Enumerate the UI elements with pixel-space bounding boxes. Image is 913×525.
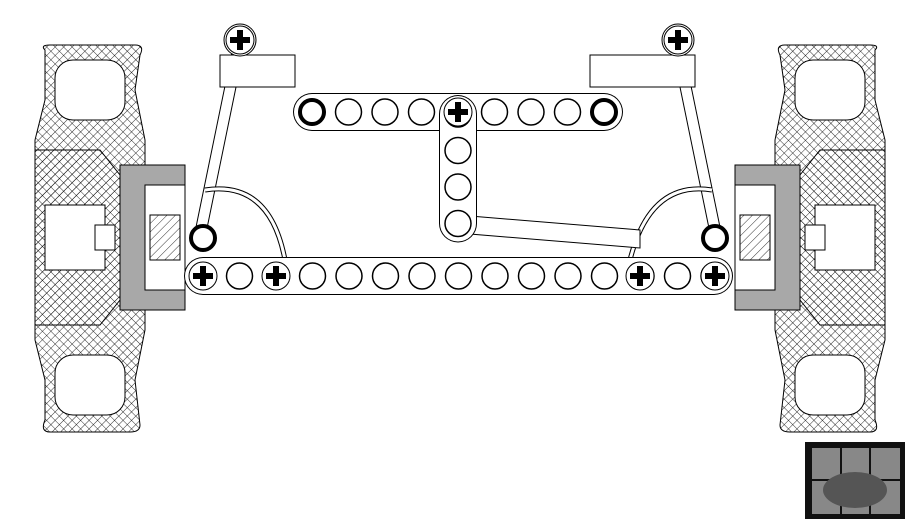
beam-hole — [480, 98, 509, 126]
right-steering-link — [589, 23, 722, 261]
left-steering-link — [194, 23, 296, 261]
tie-rod — [457, 214, 641, 249]
beam-hole — [517, 98, 545, 126]
beam-hole — [590, 262, 619, 290]
beam-hole — [517, 262, 546, 290]
beam-hole — [298, 262, 327, 290]
axle-cross-icon — [700, 261, 730, 291]
beam-hole — [225, 262, 254, 290]
beam-hole — [663, 262, 692, 290]
axle-cross-icon — [188, 261, 218, 291]
logo — [805, 442, 905, 519]
pin-ring-icon — [189, 224, 217, 252]
axle-cross-icon — [261, 261, 291, 291]
left-wheel — [34, 44, 146, 433]
right-hub — [734, 164, 801, 311]
right-wheel — [774, 44, 886, 433]
pin-ring-icon — [590, 98, 618, 126]
axle-cross-icon — [443, 97, 473, 127]
beam-hole — [444, 173, 472, 201]
axle-cross-icon — [663, 25, 693, 55]
beam-hole — [371, 98, 399, 126]
vertical-beam — [439, 95, 477, 243]
beam-hole — [554, 262, 582, 290]
left-hub — [119, 164, 186, 311]
beam-hole — [371, 262, 400, 290]
beam-hole — [334, 98, 363, 126]
beam-hole — [444, 262, 473, 290]
axle-cross-icon — [225, 25, 255, 55]
beam-hole — [553, 98, 582, 126]
beam-hole — [408, 262, 436, 290]
beam-hole — [335, 262, 363, 290]
beam-hole — [407, 98, 436, 126]
axle-cross-icon — [625, 261, 655, 291]
pin-ring-icon — [298, 98, 326, 126]
beam-hole — [481, 262, 509, 290]
beam-hole — [444, 209, 472, 238]
beam-hole — [444, 136, 472, 165]
pin-ring-icon — [701, 224, 729, 252]
